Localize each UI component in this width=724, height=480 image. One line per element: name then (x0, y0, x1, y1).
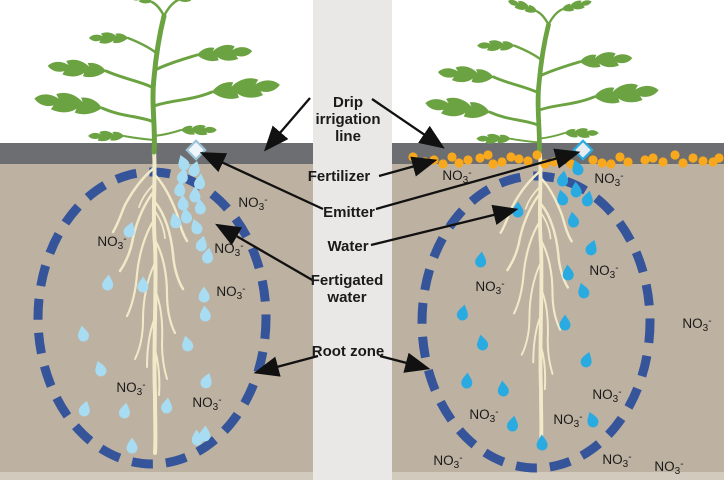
fertilizer-dot (688, 153, 698, 163)
water-drop-right (566, 210, 580, 229)
fertilizer-dot (670, 150, 680, 160)
fertilizer-dot (463, 155, 473, 165)
water-drop-right (584, 410, 600, 429)
water-drop-left (194, 234, 210, 253)
water-drop-right (474, 250, 488, 269)
fertilizer-dot (606, 159, 616, 169)
water-drop-left (160, 396, 174, 415)
water-drop-right (575, 281, 591, 300)
water-drop-right (579, 350, 595, 369)
arrow-fertilizer-to-dots (378, 156, 438, 178)
fertilizer-dot (475, 153, 485, 163)
fertilizer-dot (429, 155, 439, 165)
fertilizer-dot (678, 158, 688, 168)
water-drop-left (179, 334, 195, 353)
fertilizer-dot (623, 157, 633, 167)
water-drop-left (101, 273, 115, 292)
water-drop-left (92, 359, 108, 378)
fertilizer-dot (532, 150, 542, 160)
label-emitter: Emitter (323, 204, 375, 221)
root-zone-ellipse (33, 167, 271, 469)
fertilizer-dot (483, 150, 493, 160)
arrow-drip-line-to-right-band (371, 98, 445, 149)
fertilizer-dot (698, 156, 708, 166)
plant (33, 0, 281, 152)
arrow-root-zone-to-left-ellipse (253, 354, 319, 377)
water-drop-left (198, 304, 212, 323)
fertilizer-dot (597, 158, 607, 168)
water-drop-left (76, 324, 90, 343)
water-drop-right (455, 303, 470, 322)
arrow-root-zone-to-right-ellipse (379, 352, 431, 373)
plant (424, 0, 659, 154)
water-drop-right (475, 333, 490, 352)
center-label-column (313, 0, 392, 480)
fertilizer-dot (714, 153, 724, 163)
label-fertilizer: Fertilizer (307, 168, 371, 185)
water-drop-right (584, 238, 600, 257)
arrow-emitter-to-right-emitter (375, 148, 581, 211)
fertilizer-dot (523, 156, 533, 166)
fertilizer-dot (438, 159, 448, 169)
emitter-water (185, 139, 207, 161)
fertilizer-dot (640, 155, 650, 165)
water-drop-left (177, 194, 189, 211)
arrow-water-to-right-drop (370, 204, 519, 247)
fertilizer-dot (615, 152, 625, 162)
arrow-fertigated-water-to-left-drops (215, 223, 315, 282)
fertilizer-dot (588, 155, 598, 165)
water-drop-left (199, 371, 215, 390)
fertilizer-dot (648, 153, 658, 163)
label-water: Water (327, 238, 369, 255)
root-zone-ellipse (417, 171, 655, 473)
water-drop-left (77, 399, 93, 418)
fertilizer-dot (506, 152, 516, 162)
label-root-zone: Root zone (311, 343, 385, 360)
water-drop-right (506, 414, 520, 433)
water-drop-left (126, 437, 138, 454)
fertilizer-dot (447, 152, 457, 162)
water-drop-right (536, 434, 548, 451)
water-drop-left (198, 286, 210, 303)
fertilizer-dot (658, 157, 668, 167)
arrow-drip-line-to-left-band (264, 97, 311, 152)
arrow-emitter-to-left-emitter (199, 152, 324, 211)
water-drop-left (137, 276, 149, 293)
water-drop-left (175, 153, 192, 172)
fertilizer-dot (454, 158, 464, 168)
water-drop-right (460, 372, 474, 389)
water-drop-right (559, 314, 571, 331)
water-drop-right (496, 379, 510, 398)
emitter-fertigation (572, 139, 594, 161)
label-fertigated-water: Fertigated water (310, 272, 384, 306)
fertilizer-dot (514, 154, 524, 164)
fertilizer-dot (497, 157, 507, 167)
label-drip-irrigation-line: Drip irrigation line (315, 94, 381, 145)
water-drop-left (117, 401, 132, 420)
fertilizer-dot (408, 152, 418, 162)
fertilizer-dot (488, 159, 498, 169)
